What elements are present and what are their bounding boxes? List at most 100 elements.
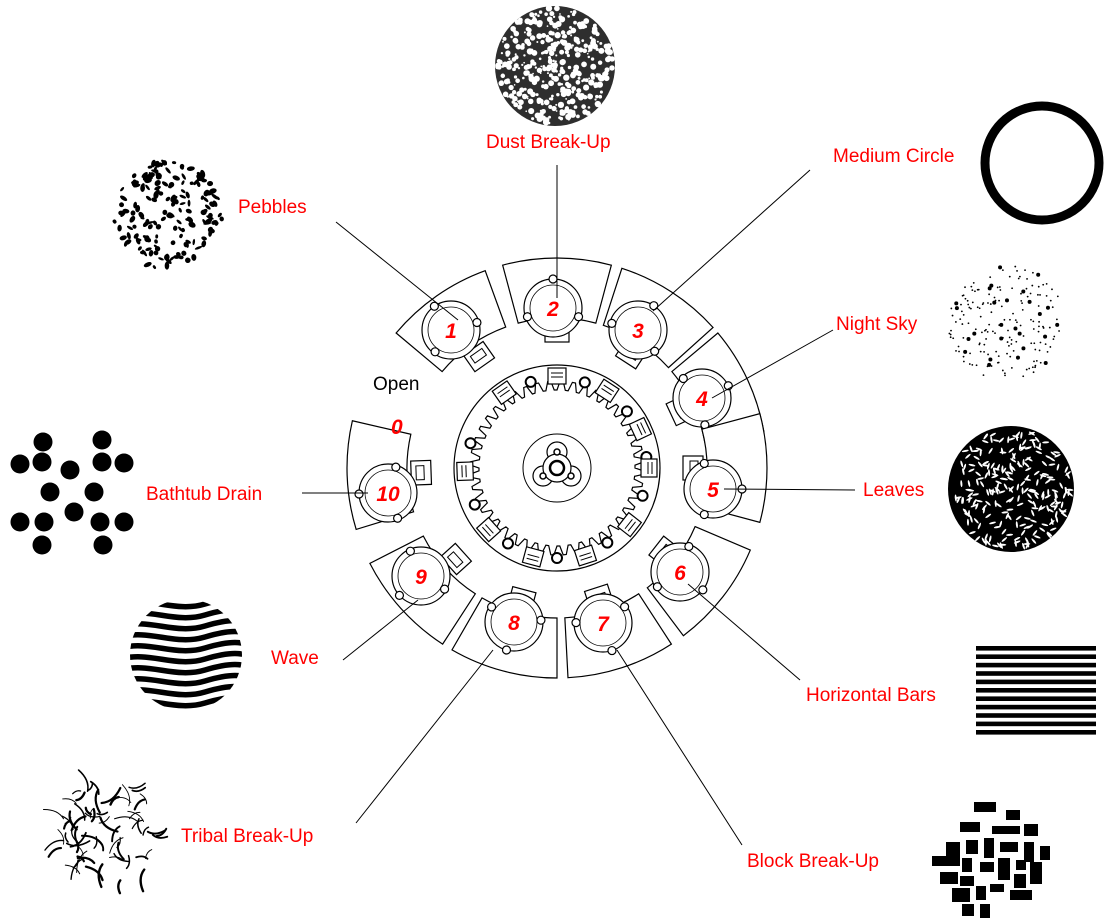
holder-pin [355, 490, 363, 498]
dust-speck [598, 60, 602, 64]
inner-clip [641, 459, 657, 477]
dust-speck [528, 108, 534, 114]
star [997, 287, 999, 289]
star [955, 350, 957, 352]
holder-pin [523, 313, 531, 321]
dust-speck [497, 59, 501, 63]
drain-dot [91, 513, 110, 532]
dust-speck [539, 116, 542, 119]
star [1020, 293, 1022, 295]
dust-speck [512, 67, 516, 71]
pebble [119, 186, 124, 192]
center-hole [550, 461, 564, 475]
star [1037, 294, 1039, 296]
drain-dot [11, 455, 30, 474]
dust-speck [554, 32, 560, 38]
star [962, 337, 964, 339]
dust-speck [588, 79, 594, 85]
wave-band [120, 697, 260, 705]
pebble [180, 188, 186, 193]
bar [976, 663, 1096, 668]
star [952, 315, 954, 317]
dust-speck [544, 50, 546, 52]
pebble [158, 257, 165, 261]
dust-speck [558, 15, 562, 19]
star [1038, 286, 1040, 288]
tribal-stroke [73, 791, 81, 794]
open-slot-number: 0 [391, 416, 403, 439]
tribal-stroke [79, 770, 88, 791]
dust-speck [529, 12, 534, 17]
dust-speck [544, 100, 550, 106]
inner-bolt [465, 438, 475, 448]
star [1028, 368, 1030, 370]
dust-speck [527, 41, 532, 46]
bar [976, 654, 1096, 659]
dust-speck [517, 100, 519, 102]
dust-speck [525, 110, 527, 112]
star [1030, 293, 1032, 295]
star [999, 289, 1001, 291]
star [1033, 342, 1035, 344]
star [1021, 290, 1025, 294]
inner-bolt [602, 538, 612, 548]
dust-speck [563, 74, 569, 80]
block [1024, 842, 1034, 862]
star [950, 330, 952, 332]
dust-speck [513, 39, 518, 44]
star [1056, 318, 1058, 320]
pebbles-pattern [112, 159, 225, 270]
dust-speck [596, 48, 599, 51]
dust-speck [588, 44, 594, 50]
dust-speck [534, 13, 537, 16]
star [1015, 319, 1017, 321]
star [1007, 341, 1009, 343]
dust-speck [521, 43, 525, 47]
dust-speck [546, 5, 552, 11]
dust-speck [547, 72, 549, 74]
dust-speck [539, 57, 542, 60]
dust-speck [543, 84, 549, 90]
block [1000, 842, 1018, 852]
dust-speck [551, 95, 554, 98]
star [1044, 361, 1048, 365]
tribal-stroke [141, 870, 145, 892]
drain-dot [93, 431, 112, 450]
dust-speck [554, 6, 560, 12]
star [955, 307, 957, 309]
star [1038, 331, 1040, 333]
dust-speck [576, 80, 581, 85]
dust-speck [588, 56, 590, 58]
dust-speck [501, 74, 506, 79]
holder-pin [572, 619, 580, 627]
dust-speck [570, 34, 572, 36]
holder-pin [700, 511, 708, 519]
dust-speck [595, 101, 601, 107]
dust-speck [556, 21, 561, 26]
pebble [119, 194, 128, 202]
dust-speck [594, 98, 596, 100]
star [1004, 374, 1006, 376]
star [971, 364, 973, 366]
tribal-stroke [63, 799, 77, 804]
tribal-stroke [98, 840, 103, 850]
star [998, 300, 1000, 302]
dust-speck [539, 99, 544, 104]
drain-dot [11, 513, 30, 532]
dust-speck [560, 90, 563, 93]
star [1006, 353, 1008, 355]
dust-speck [501, 65, 504, 68]
star [1033, 371, 1035, 373]
pebble [130, 210, 136, 216]
star [961, 323, 963, 325]
star [1013, 350, 1015, 352]
dust-speck [518, 99, 524, 105]
star [1034, 365, 1036, 367]
center-bolt-left [540, 473, 546, 479]
star [1012, 313, 1014, 315]
pebble [143, 261, 152, 268]
dust-speck [556, 93, 559, 96]
star [1009, 319, 1011, 321]
dust-speck [578, 77, 581, 80]
pebble [154, 239, 158, 244]
